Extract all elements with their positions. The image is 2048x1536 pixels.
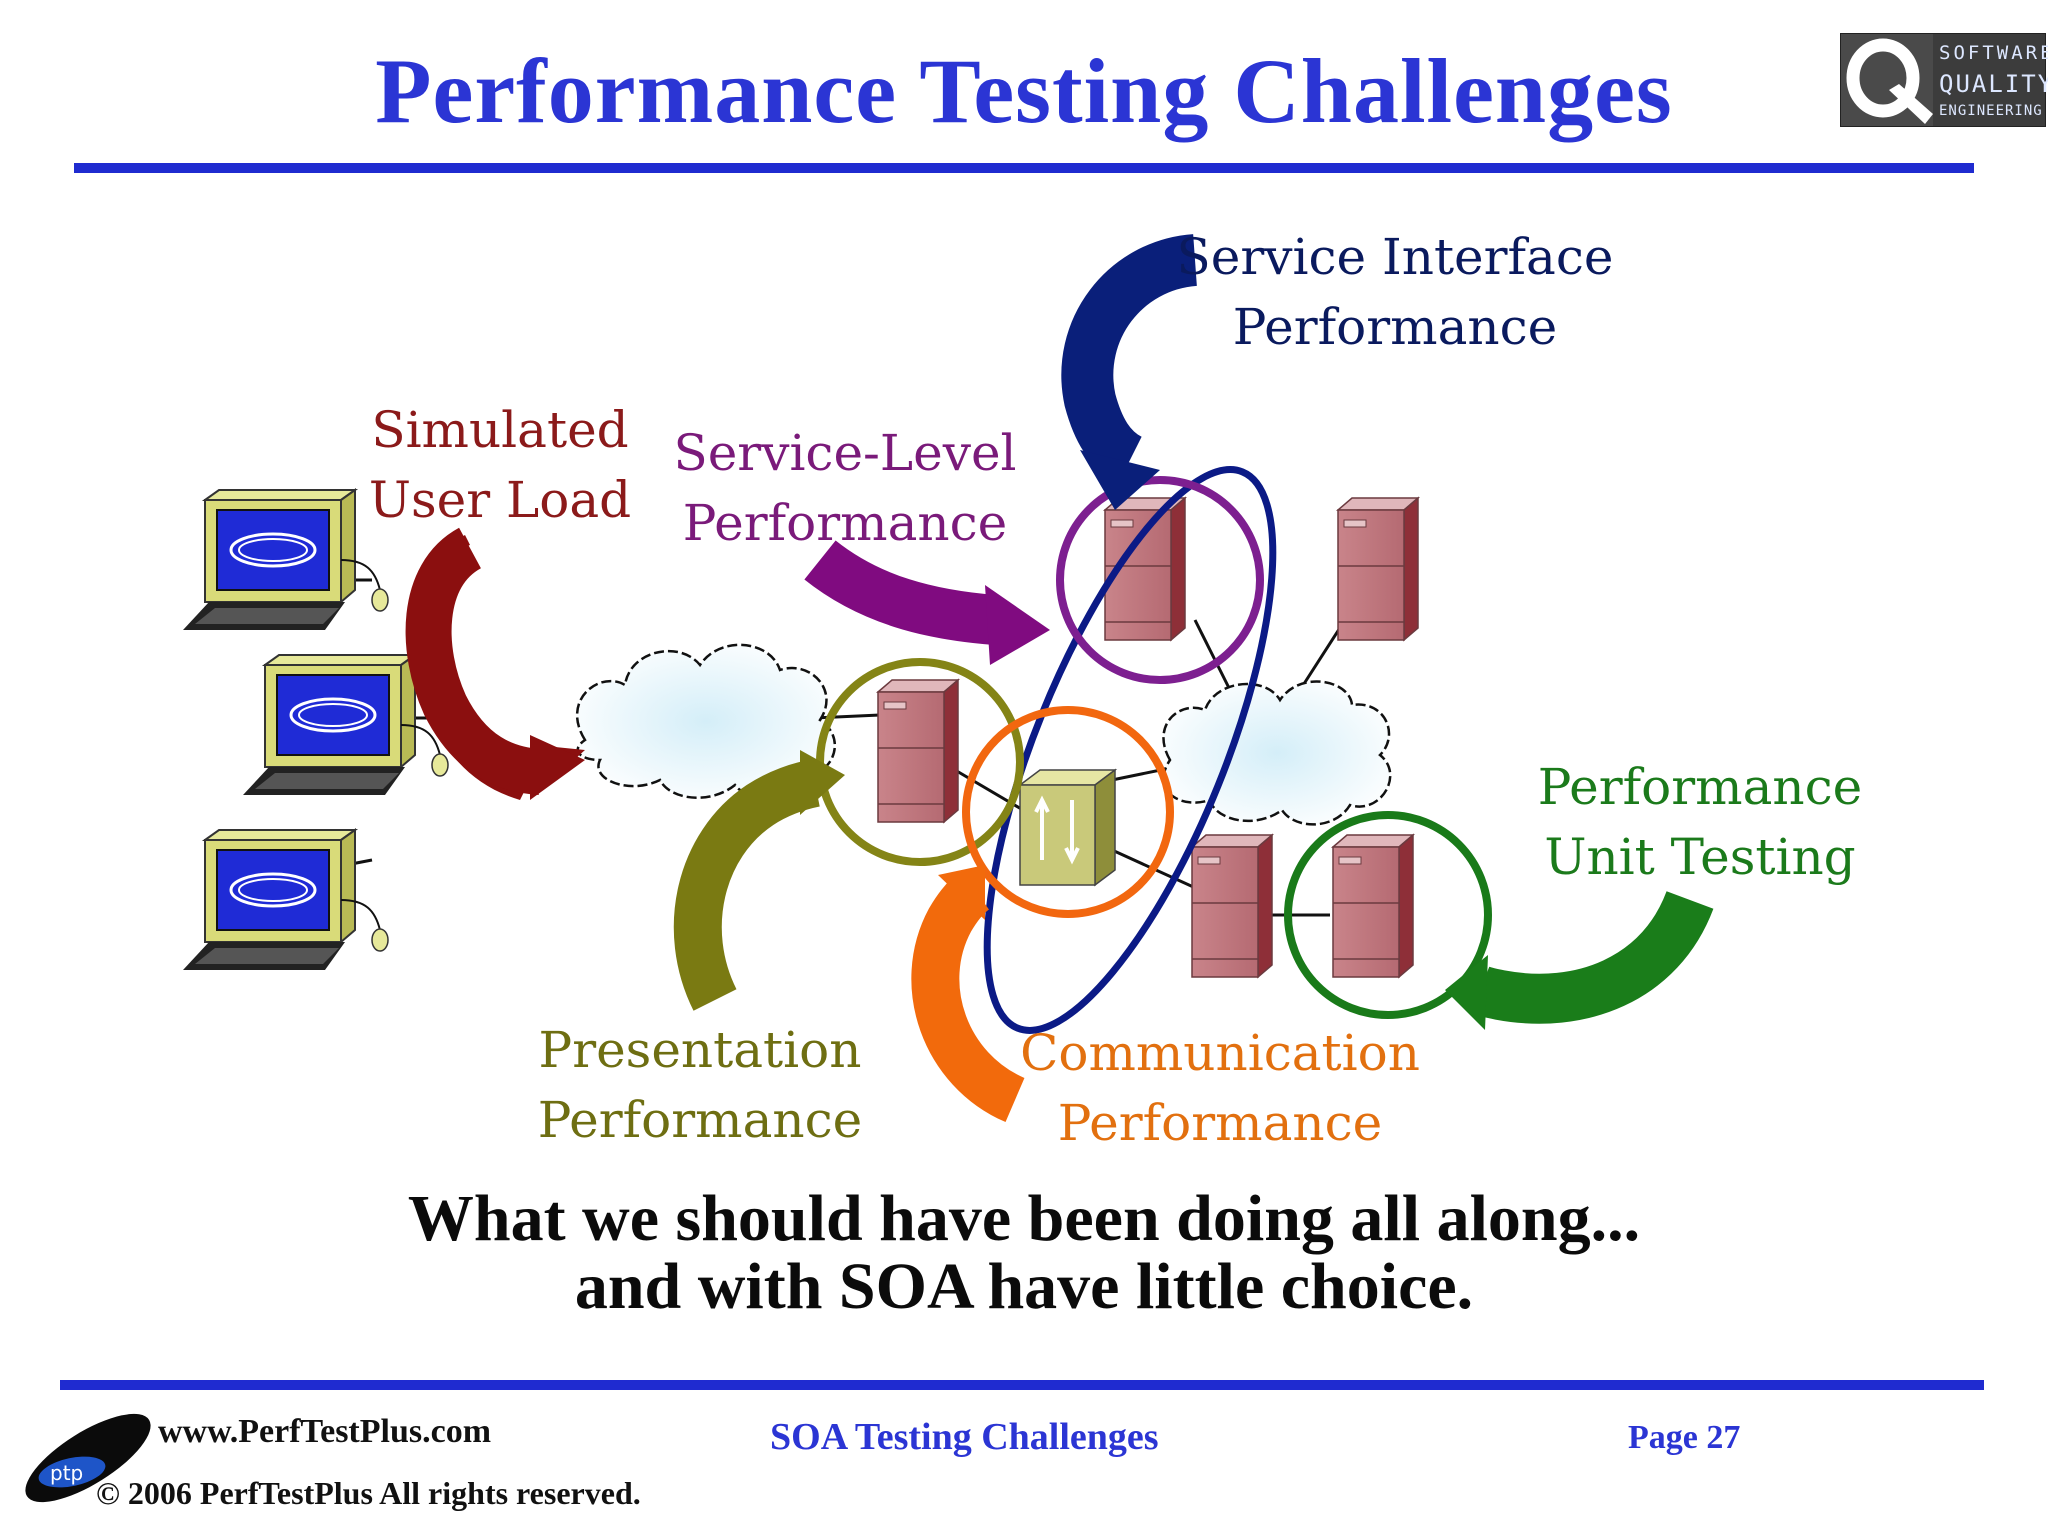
ptp-logo-text: ptp <box>50 1461 83 1485</box>
slide-title: Performance Testing Challenges <box>375 40 1673 142</box>
service-interface-arrowhead <box>1080 450 1160 510</box>
footer-url: www.PerfTestPlus.com <box>158 1413 492 1450</box>
qse-word-engineering: ENGINEERING <box>1939 103 2043 119</box>
ptp-logo-icon: ptp <box>25 1413 151 1503</box>
service-level-arrow-body <box>804 540 998 645</box>
label-presentation-performance: Presentation Performance <box>537 1021 863 1149</box>
communication-arrow-body <box>911 870 1026 1123</box>
service-interface-arrow-body <box>1061 234 1199 484</box>
footer-section-title: SOA Testing Challenges <box>770 1416 1159 1458</box>
q-logo-icon <box>1841 34 1933 126</box>
server-service-b <box>1337 497 1419 641</box>
label-performance-unit-testing: Performance Unit Testing <box>1537 758 1863 886</box>
laptop-client-3 <box>181 828 390 972</box>
tagline-line-1: What we should have been doing all along… <box>407 1182 1641 1255</box>
communication-circle <box>962 706 1174 918</box>
footer-page-number: Page 27 <box>1628 1419 1741 1456</box>
presentation-arrowhead <box>800 750 845 815</box>
communication-arrowhead <box>938 865 985 920</box>
router-box <box>1017 768 1118 887</box>
footer-divider <box>60 1380 1984 1390</box>
footer-copyright: © 2006 PerfTestPlus All rights reserved. <box>96 1475 641 1511</box>
label-communication-performance: Communication Performance <box>1020 1024 1420 1152</box>
software-quality-engineering-logo: SOFTWARE QUALITY ENGINEERING <box>1840 33 2048 127</box>
unit-testing-circle <box>1284 811 1492 1019</box>
qse-word-quality: QUALITY <box>1939 70 2048 98</box>
simulated-load-arrow-body <box>405 527 542 795</box>
slide-tagline: What we should have been doing all along… <box>0 1185 2048 1321</box>
presentation-arrow-body <box>673 759 821 1011</box>
server-unit <box>1332 834 1414 978</box>
cloud-left <box>575 643 837 799</box>
tagline-line-2: and with SOA have little choice. <box>574 1250 1474 1323</box>
simulated-load-arrowhead <box>530 735 585 800</box>
label-service-interface-performance: Service Interface Performance <box>1176 228 1614 356</box>
label-service-level-performance: Service-Level Performance <box>673 424 1017 552</box>
unit-testing-arrow-body <box>1470 890 1714 1024</box>
title-divider <box>74 163 1974 173</box>
cloud-right <box>1162 680 1392 826</box>
server-comm <box>1191 834 1273 978</box>
service-level-circle <box>1056 476 1264 684</box>
unit-testing-arrowhead <box>1445 955 1488 1030</box>
qse-word-software: SOFTWARE <box>1939 42 2048 64</box>
service-level-arrowhead <box>985 585 1050 665</box>
label-simulated-user-load: Simulated User Load <box>368 401 632 529</box>
server-presentation <box>877 679 959 823</box>
